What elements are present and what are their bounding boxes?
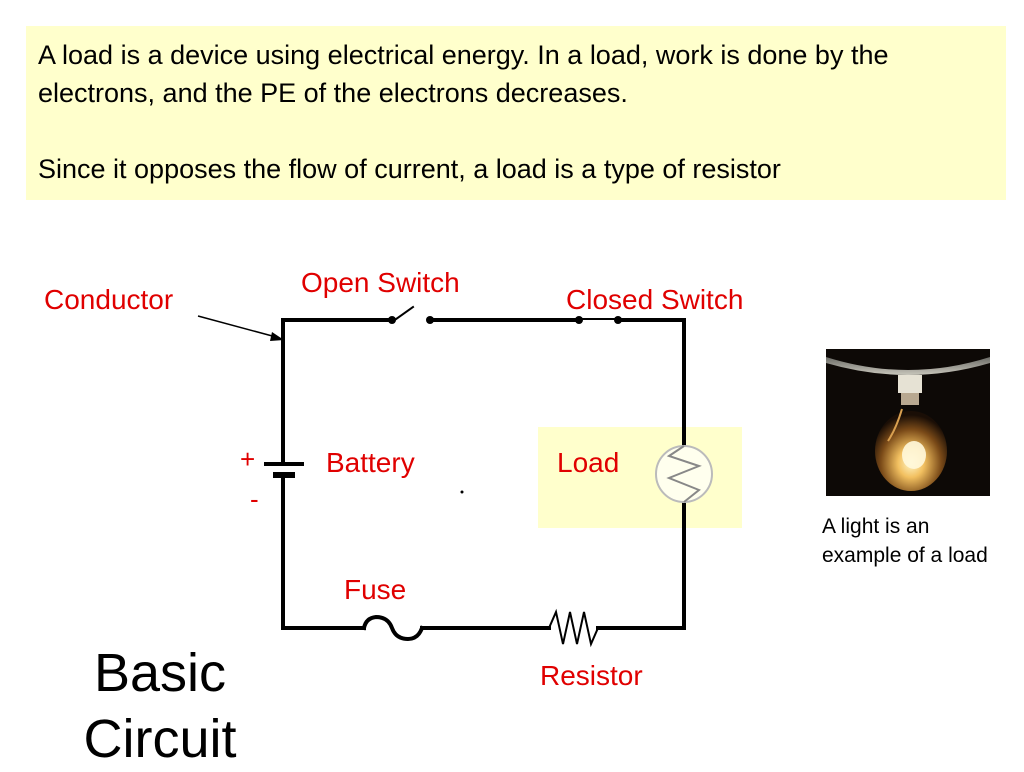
explanation-box: A load is a device using electrical ener…: [26, 26, 1006, 200]
conductor-pointer-line: [197, 315, 277, 338]
explanation-text-2: Since it opposes the flow of current, a …: [38, 154, 781, 184]
light-bulb-icon: [826, 349, 990, 496]
load-label: Load: [557, 447, 620, 478]
slide-title: Basic Circuit: [83, 643, 237, 769]
stray-dot: [460, 490, 464, 494]
bulb-caption: A light is an example of a load: [822, 515, 988, 567]
load-lamp-filament: [666, 445, 702, 503]
resistor-symbol: [547, 608, 600, 648]
open-switch-label: Open Switch: [301, 267, 460, 298]
closed-switch-label: Closed Switch: [566, 284, 744, 315]
open-switch-contact-right: [426, 316, 434, 324]
resistor-label: Resistor: [540, 660, 643, 691]
explanation-text-1: A load is a device using electrical ener…: [38, 40, 889, 108]
fuse-label: Fuse: [344, 574, 407, 605]
conductor-label: Conductor: [44, 284, 174, 315]
closed-switch-contact-left: [575, 316, 583, 324]
light-bulb-photo: [826, 349, 990, 496]
battery-label: Battery: [326, 447, 415, 478]
closed-switch-contact-right: [614, 316, 622, 324]
fuse-symbol: [361, 614, 425, 642]
load-lamp-symbol: [655, 445, 713, 503]
battery-minus-sign: -: [250, 484, 259, 514]
open-switch-contact-left: [388, 316, 396, 324]
conductor-pointer-arrowhead: [270, 332, 284, 341]
battery-plus-sign: +: [240, 444, 256, 474]
